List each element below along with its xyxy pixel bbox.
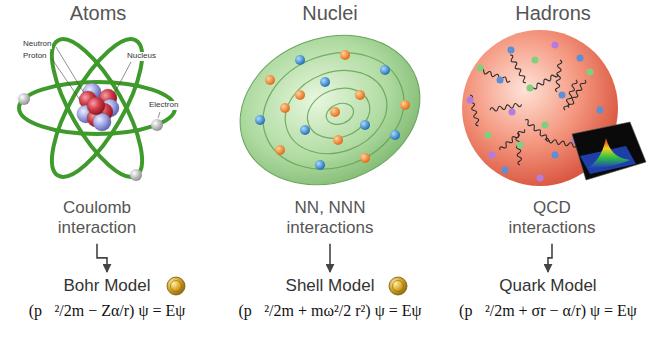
model-name: Quark Model xyxy=(455,276,641,296)
interaction-label: NN, NNN interactions xyxy=(270,198,390,239)
part-label: Proton xyxy=(22,52,48,61)
part-label: Electron xyxy=(148,101,179,110)
nobel-medal xyxy=(389,277,407,295)
arrow-connector xyxy=(329,244,331,272)
nobel-medal xyxy=(167,277,185,295)
model-name: Bohr Model xyxy=(25,276,190,296)
interaction-label: Coulomb interaction xyxy=(37,198,157,239)
model-node: Bohr Model (p⃗²/2m − Zα/r) ψ = Eψ xyxy=(25,276,190,321)
part-label: Nucleus xyxy=(126,52,157,61)
interaction-label: QCD interactions xyxy=(492,198,612,239)
part-label: Neutron xyxy=(22,40,52,49)
interaction-node: QCD interactions xyxy=(492,198,612,239)
hadron-illustration xyxy=(462,30,646,186)
interaction-node: NN, NNN interactions xyxy=(270,198,390,239)
arrow-connector xyxy=(548,244,552,272)
model-name: Shell Model xyxy=(235,276,426,296)
model-node: Shell Model (p⃗²/2m + mω²/2 r²) ψ = Eψ xyxy=(235,276,426,321)
interaction-node: Coulomb interaction xyxy=(37,198,157,239)
nucleus-illustration xyxy=(219,11,441,209)
column-heading: Hadrons xyxy=(515,1,591,25)
equation: (p⃗²/2m + σr − α/r) ψ = Eψ xyxy=(455,301,641,320)
inset-plot xyxy=(572,122,646,180)
column-heading: Nuclei xyxy=(302,1,358,25)
leader-line xyxy=(52,47,160,118)
arrow-connector xyxy=(97,244,107,272)
equation: (p⃗²/2m − Zα/r) ψ = Eψ xyxy=(25,301,190,320)
column-heading: Atoms xyxy=(70,1,127,25)
equation: (p⃗²/2m + mω²/2 r²) ψ = Eψ xyxy=(235,301,426,320)
model-node: Quark Model (p⃗²/2m + σr − α/r) ψ = Eψ xyxy=(455,276,641,321)
